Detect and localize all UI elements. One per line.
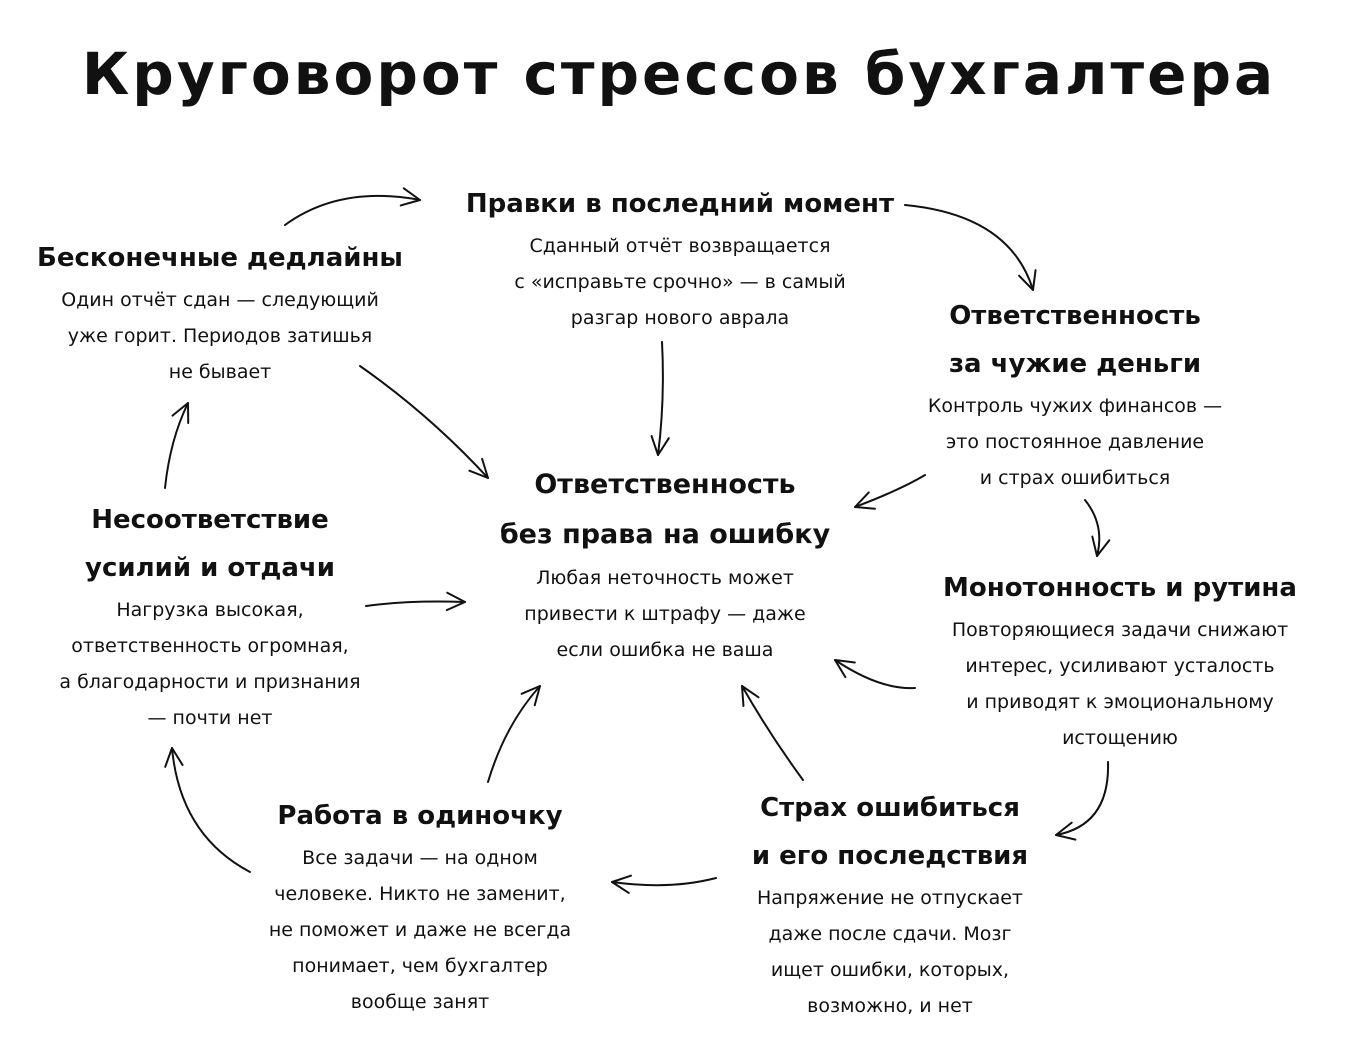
arrow-fear-to-alone <box>611 874 717 894</box>
arrow-fear-to-center <box>741 685 804 781</box>
node-title: Работа в одиночку <box>277 801 563 831</box>
page-title: Круговорот стрессов бухгалтера <box>81 40 1277 108</box>
arrowhead <box>171 402 190 424</box>
arrow-alone-to-mismatch <box>164 747 251 873</box>
node-title-line: без права на ошибку <box>499 519 831 550</box>
desc-line: не поможет и даже не всегда <box>268 919 572 941</box>
arrowhead <box>741 685 760 707</box>
node-description: Все задачи — на одном человеке. Никто не… <box>220 840 620 1020</box>
arrowhead <box>611 874 632 894</box>
arrow-deadlines-to-center <box>359 365 489 479</box>
arrow-edits-to-center <box>650 341 670 456</box>
node-title-line: усилий и отдачи <box>85 553 335 583</box>
node-description: Один отчёт сдан — следующий уже горит. П… <box>10 282 430 390</box>
node-description: Контроль чужих финансов — это постоянное… <box>880 388 1270 496</box>
desc-line: понимает, чем бухгалтер <box>292 955 548 977</box>
desc-line: вообще занят <box>350 991 490 1013</box>
arrowhead <box>834 659 856 679</box>
desc-line: Напряжение не отпускает <box>757 887 1023 909</box>
arrow-routine-to-fear <box>1055 761 1110 841</box>
node-title-line: Страх ошибиться <box>760 793 1020 823</box>
node-title: Бесконечные дедлайны <box>37 243 403 273</box>
desc-line: привести к штрафу — даже <box>524 603 806 625</box>
desc-line: — почти нет <box>147 707 273 729</box>
desc-line: разгар нового аврала <box>570 307 790 329</box>
arrow-deadlines-to-edits <box>284 187 421 226</box>
desc-line: ищет ошибки, которых, <box>770 959 1010 981</box>
node-description: Любая неточность может привести к штрафу… <box>450 560 880 668</box>
node-monotony-routine: Монотонность и рутина Повторяющиеся зада… <box>905 564 1335 756</box>
arrowhead <box>399 187 421 207</box>
node-others-money: Ответственность за чужие деньги Контроль… <box>880 292 1270 496</box>
desc-line: это постоянное давление <box>945 431 1205 453</box>
node-description: Повторяющиеся задачи снижают интерес, ус… <box>905 612 1335 756</box>
desc-line: и страх ошибиться <box>979 467 1171 489</box>
node-endless-deadlines: Бесконечные дедлайны Один отчёт сдан — с… <box>10 234 430 390</box>
desc-line: Нагрузка высокая, <box>116 599 304 621</box>
arrow-mismatch-to-deadlines <box>164 402 190 489</box>
desc-line: Повторяющиеся задачи снижают <box>951 619 1289 641</box>
arrowhead <box>164 747 184 768</box>
arrowhead <box>445 591 466 612</box>
desc-line: ответственность огромная, <box>71 635 349 657</box>
desc-line: Один отчёт сдан — следующий <box>61 289 379 311</box>
desc-line: даже после сдачи. Мозг <box>768 923 1012 945</box>
node-last-minute-edits: Правки в последний момент Сданный отчёт … <box>410 180 950 336</box>
desc-line: а благодарности и признания <box>59 671 361 693</box>
desc-line: интерес, усиливают усталость <box>965 655 1275 677</box>
arrow-alone-to-center <box>487 685 541 783</box>
desc-line: Любая неточность может <box>536 567 794 589</box>
node-center-responsibility: Ответственность без права на ошибку Люба… <box>450 460 880 668</box>
arrowhead <box>468 457 489 479</box>
arrowhead <box>854 491 876 510</box>
arrow-money-to-routine <box>1084 499 1111 557</box>
desc-line: с «исправьте срочно» — в самый <box>514 271 846 293</box>
node-effort-mismatch: Несоответствие усилий и отдачи Нагрузка … <box>0 496 420 736</box>
desc-line: Все задачи — на одном <box>302 847 538 869</box>
node-description: Сданный отчёт возвращается с «исправьте … <box>410 228 950 336</box>
desc-line: Сданный отчёт возвращается <box>529 235 831 257</box>
arrowhead <box>520 685 541 707</box>
desc-line: и приводят к эмоциональному <box>966 691 1274 713</box>
node-title-line: Ответственность <box>534 469 796 500</box>
node-fear-of-mistakes: Страх ошибиться и его последствия Напряж… <box>700 784 1080 1024</box>
node-title-line: Ответственность <box>949 301 1201 331</box>
node-working-alone: Работа в одиночку Все задачи — на одном … <box>220 792 620 1020</box>
arrowhead <box>650 435 670 456</box>
node-description: Напряжение не отпускает даже после сдачи… <box>700 880 1080 1024</box>
desc-line: истощению <box>1062 727 1178 749</box>
node-title: Монотонность и рутина <box>943 573 1297 603</box>
arrow-mismatch-to-center <box>365 591 466 612</box>
desc-line: человеке. Никто не заменит, <box>274 883 566 905</box>
arrow-money-to-center <box>854 474 926 510</box>
arrow-edits-to-money <box>904 204 1037 291</box>
node-description: Нагрузка высокая, ответственность огромн… <box>0 592 420 736</box>
node-title: Правки в последний момент <box>465 189 895 219</box>
desc-line: не бывает <box>168 361 272 383</box>
desc-line: возможно, и нет <box>807 995 973 1017</box>
arrowhead <box>1018 269 1037 291</box>
node-title-line: Несоответствие <box>91 505 329 535</box>
node-title-line: и его последствия <box>751 841 1029 871</box>
desc-line: Контроль чужих финансов — <box>927 395 1223 417</box>
arrowhead <box>1091 535 1111 557</box>
desc-line: если ошибка не ваша <box>556 639 774 661</box>
desc-line: уже горит. Периодов затишья <box>67 325 373 347</box>
node-title-line: за чужие деньги <box>948 349 1202 379</box>
arrow-routine-to-center <box>834 659 916 690</box>
arrowhead <box>1055 821 1077 841</box>
